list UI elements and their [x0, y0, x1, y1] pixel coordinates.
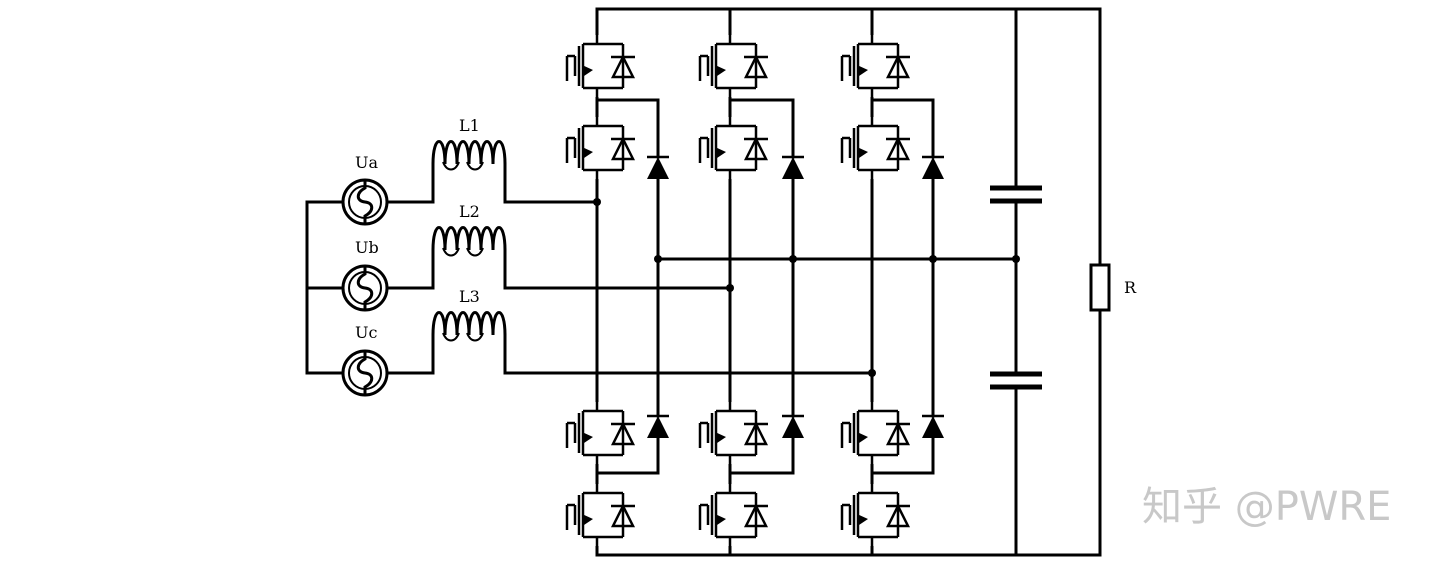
star-connection	[305, 200, 344, 375]
clamp-diode-a-upper	[645, 155, 671, 181]
bridge-leg-c	[836, 7, 946, 557]
source-label-uc: Uc	[355, 323, 377, 342]
source-uc	[341, 349, 389, 397]
source-ub	[341, 264, 389, 312]
source-label-ub: Ub	[355, 238, 379, 257]
upper-dc-capacitor	[990, 185, 1042, 204]
source-ua	[341, 178, 389, 226]
phase-a-line	[386, 140, 601, 206]
clamp-diode-b-upper	[780, 155, 806, 181]
phase-b-line	[386, 226, 734, 292]
bridge-leg-a	[561, 7, 671, 557]
phase-c-line	[386, 311, 876, 377]
clamp-diode-c-upper	[920, 155, 946, 181]
load-resistor	[1089, 263, 1111, 312]
inductor-label-l1: L1	[459, 116, 480, 135]
clamp-diode-a-lower	[645, 414, 671, 440]
resistor-label: R	[1124, 278, 1137, 297]
clamp-diode-b-lower	[780, 414, 806, 440]
inductor-label-l3: L3	[459, 287, 480, 306]
inductor-label-l2: L2	[459, 202, 480, 221]
neutral-point-bus	[654, 255, 1020, 263]
dc-rails	[595, 7, 1102, 557]
bridge-leg-b	[694, 7, 806, 557]
watermark: 知乎 @PWRE	[1142, 484, 1391, 530]
lower-dc-capacitor	[990, 371, 1042, 390]
clamp-diode-c-lower	[920, 414, 946, 440]
source-label-ua: Ua	[355, 153, 378, 172]
